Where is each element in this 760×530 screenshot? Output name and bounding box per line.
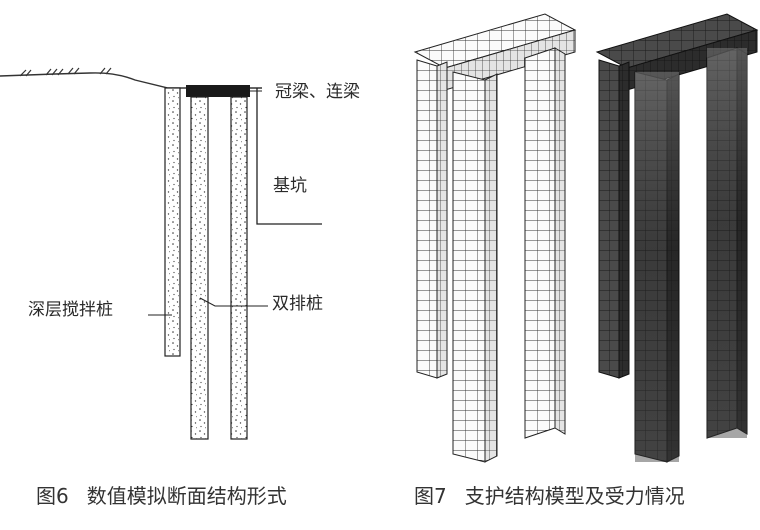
ground-hatch-marks: [19, 67, 112, 77]
figure7-caption-number: 图7: [414, 484, 447, 508]
foundation-pit-boundary: [256, 88, 322, 225]
figure6-caption-number: 图6: [36, 484, 69, 508]
model-stress-contour: [595, 13, 759, 463]
model-undeformed-mesh: [413, 13, 577, 463]
figure7-model-render: [413, 13, 759, 463]
figure6-caption-text: 数值模拟断面结构形式: [86, 484, 287, 508]
figure7-caption: 图7 支护结构模型及受力情况: [414, 486, 685, 506]
double-row-pile-back: [230, 96, 248, 440]
figure6-caption: 图6 数值模拟断面结构形式: [36, 486, 287, 506]
crown-beam: [186, 85, 250, 97]
label-double-row-pile: 双排桩: [272, 294, 323, 314]
double-row-pile-front: [190, 96, 209, 440]
leader-double-row-pile: [199, 297, 268, 307]
label-crown-beam: 冠梁、连梁: [275, 82, 360, 102]
figure7-caption-text: 支护结构模型及受力情况: [464, 484, 685, 508]
figure6-section-diagram: [0, 67, 322, 440]
label-foundation-pit: 基坑: [273, 176, 307, 196]
deep-mixing-pile: [164, 87, 181, 357]
ground-surface-line: [0, 72, 262, 89]
label-deep-mixing-pile: 深层搅拌桩: [28, 300, 113, 320]
